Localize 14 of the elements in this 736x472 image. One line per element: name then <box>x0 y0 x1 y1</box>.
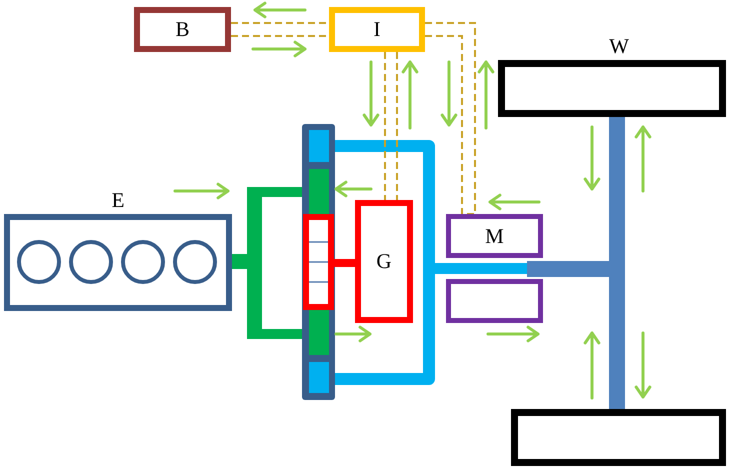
component-box <box>134 7 231 52</box>
component-box <box>355 200 413 323</box>
component-label: E <box>112 190 124 210</box>
component-label: W <box>609 36 629 56</box>
component-label: I <box>374 19 380 40</box>
component-label: G <box>376 251 392 272</box>
motor-box <box>446 214 543 258</box>
component-box <box>329 7 425 52</box>
component-label: B <box>175 19 190 40</box>
component-label: M <box>485 226 504 246</box>
motor-box <box>446 279 543 323</box>
dashed-cable <box>424 22 476 215</box>
dashed-cable <box>384 51 398 201</box>
wheel-box <box>511 409 726 466</box>
